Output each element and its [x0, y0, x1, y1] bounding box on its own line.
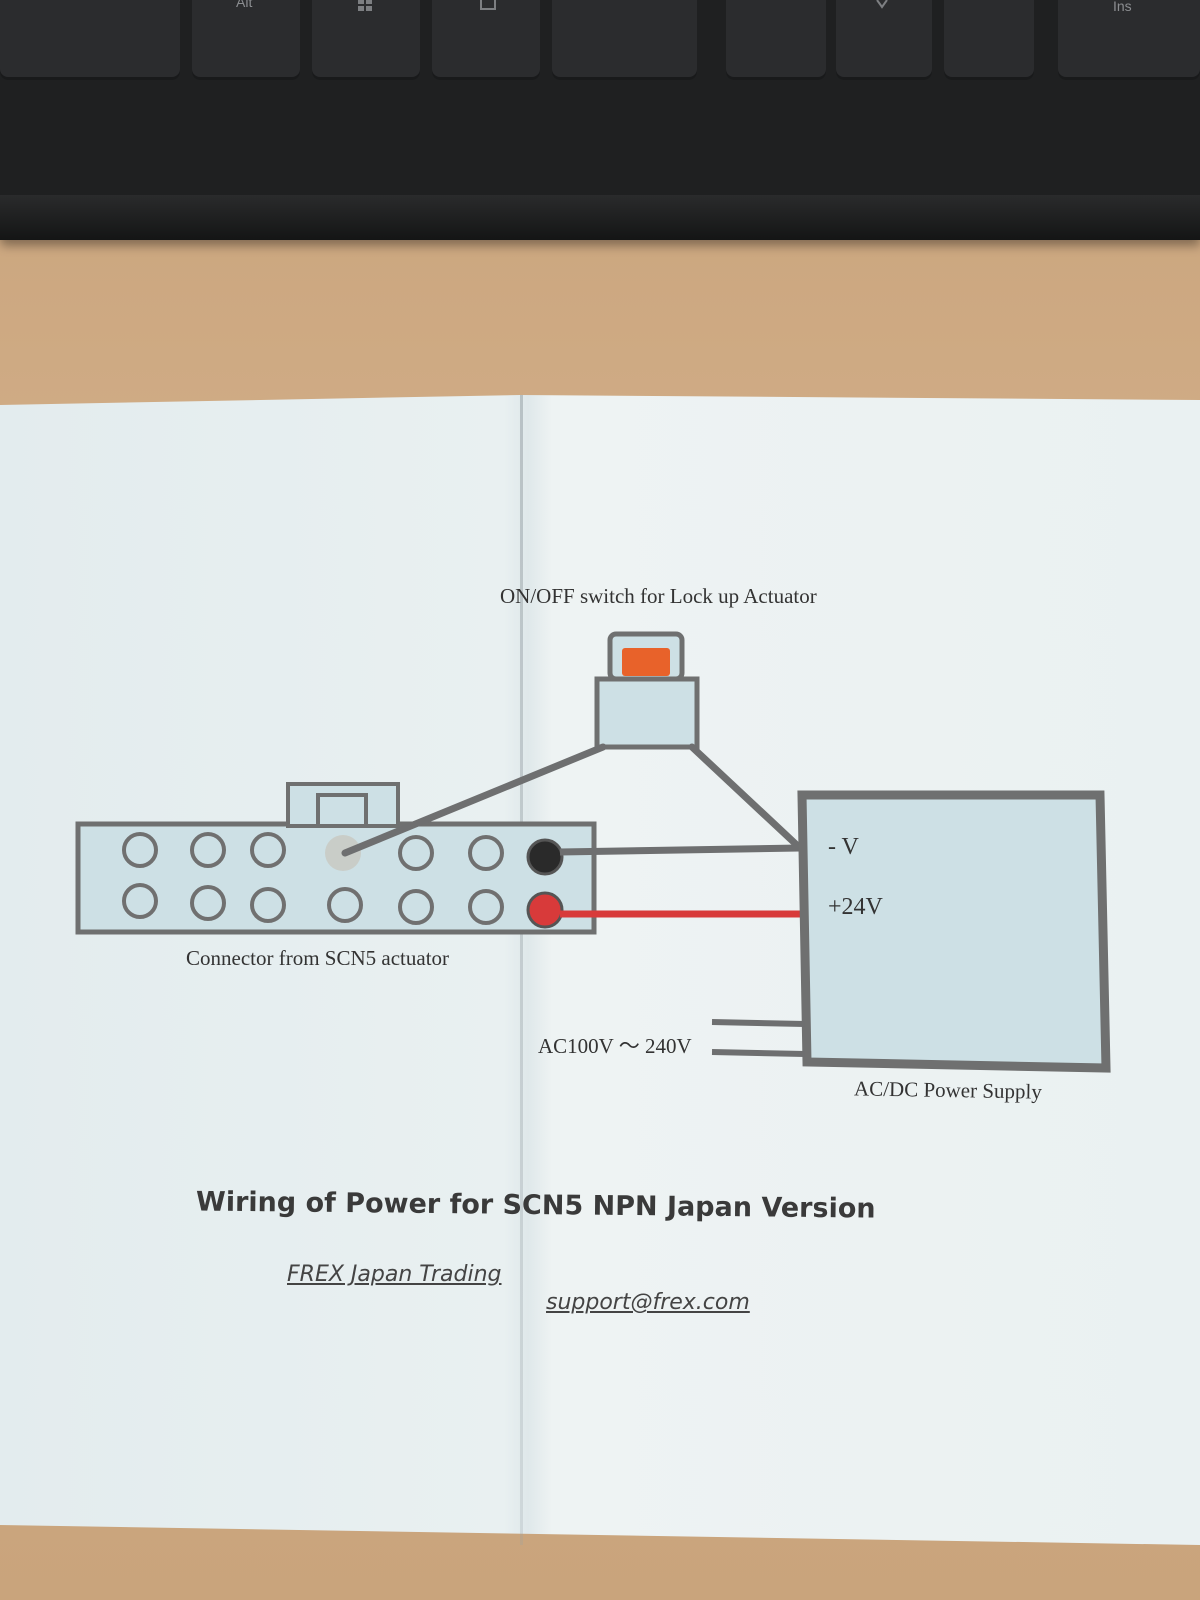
psu-label: AC/DC Power Supply	[853, 1076, 1043, 1104]
connector-pin-minus	[526, 838, 564, 876]
connector-pin	[398, 835, 434, 871]
connector-pin	[250, 832, 286, 868]
connector-pin	[190, 832, 226, 868]
key-label-ins: Ins	[1113, 0, 1132, 14]
keyboard-key	[726, 0, 826, 80]
connector-pin	[468, 835, 504, 871]
connector-pin	[250, 887, 286, 923]
keyboard: Alt Ins	[0, 0, 1200, 240]
power-supply-box	[797, 790, 1111, 1073]
connector-pin	[468, 889, 504, 925]
switch-body	[594, 676, 700, 750]
ac-input-line-2	[711, 1049, 806, 1057]
connector-pin	[327, 887, 363, 923]
company-name: FREX Japan Trading	[287, 1262, 502, 1287]
keyboard-key-arrow-down	[836, 0, 932, 80]
keyboard-edge	[0, 195, 1200, 240]
keyboard-key	[0, 0, 180, 80]
keyboard-key-ins: Ins	[1058, 0, 1200, 80]
ac-input-label: AC100V ～ 240V	[538, 1034, 692, 1058]
arrow-down-icon	[876, 0, 888, 12]
support-email-link[interactable]: support@frex.com	[546, 1290, 750, 1315]
keyboard-key-menu	[432, 0, 540, 80]
connector-latch-tab	[316, 793, 368, 828]
connector-pin	[122, 832, 158, 868]
connector-pin	[190, 885, 226, 921]
key-label-alt: Alt	[236, 0, 253, 10]
keyboard-key-windows	[312, 0, 420, 80]
wire-minus	[559, 844, 801, 856]
connector-pin	[122, 883, 158, 919]
wire-switch-to-psu	[688, 743, 804, 852]
psu-plus-label: +24V	[828, 894, 883, 920]
switch-label: ON/OFF switch for Lock up Actuator	[500, 584, 817, 608]
wire-switch-to-connector	[341, 743, 607, 857]
switch-cap	[622, 648, 670, 676]
connector-pin-plus	[526, 891, 564, 929]
psu-minus-label: - V	[828, 834, 859, 860]
connector-label: Connector from SCN5 actuator	[186, 946, 450, 970]
menu-icon	[480, 0, 496, 14]
keyboard-key-alt: Alt	[192, 0, 300, 80]
paper-fold	[520, 395, 523, 1545]
keyboard-key	[552, 0, 697, 80]
connector-pin	[398, 889, 434, 925]
ac-input-line-1	[711, 1019, 806, 1027]
windows-icon	[358, 0, 372, 14]
keyboard-key	[944, 0, 1034, 80]
